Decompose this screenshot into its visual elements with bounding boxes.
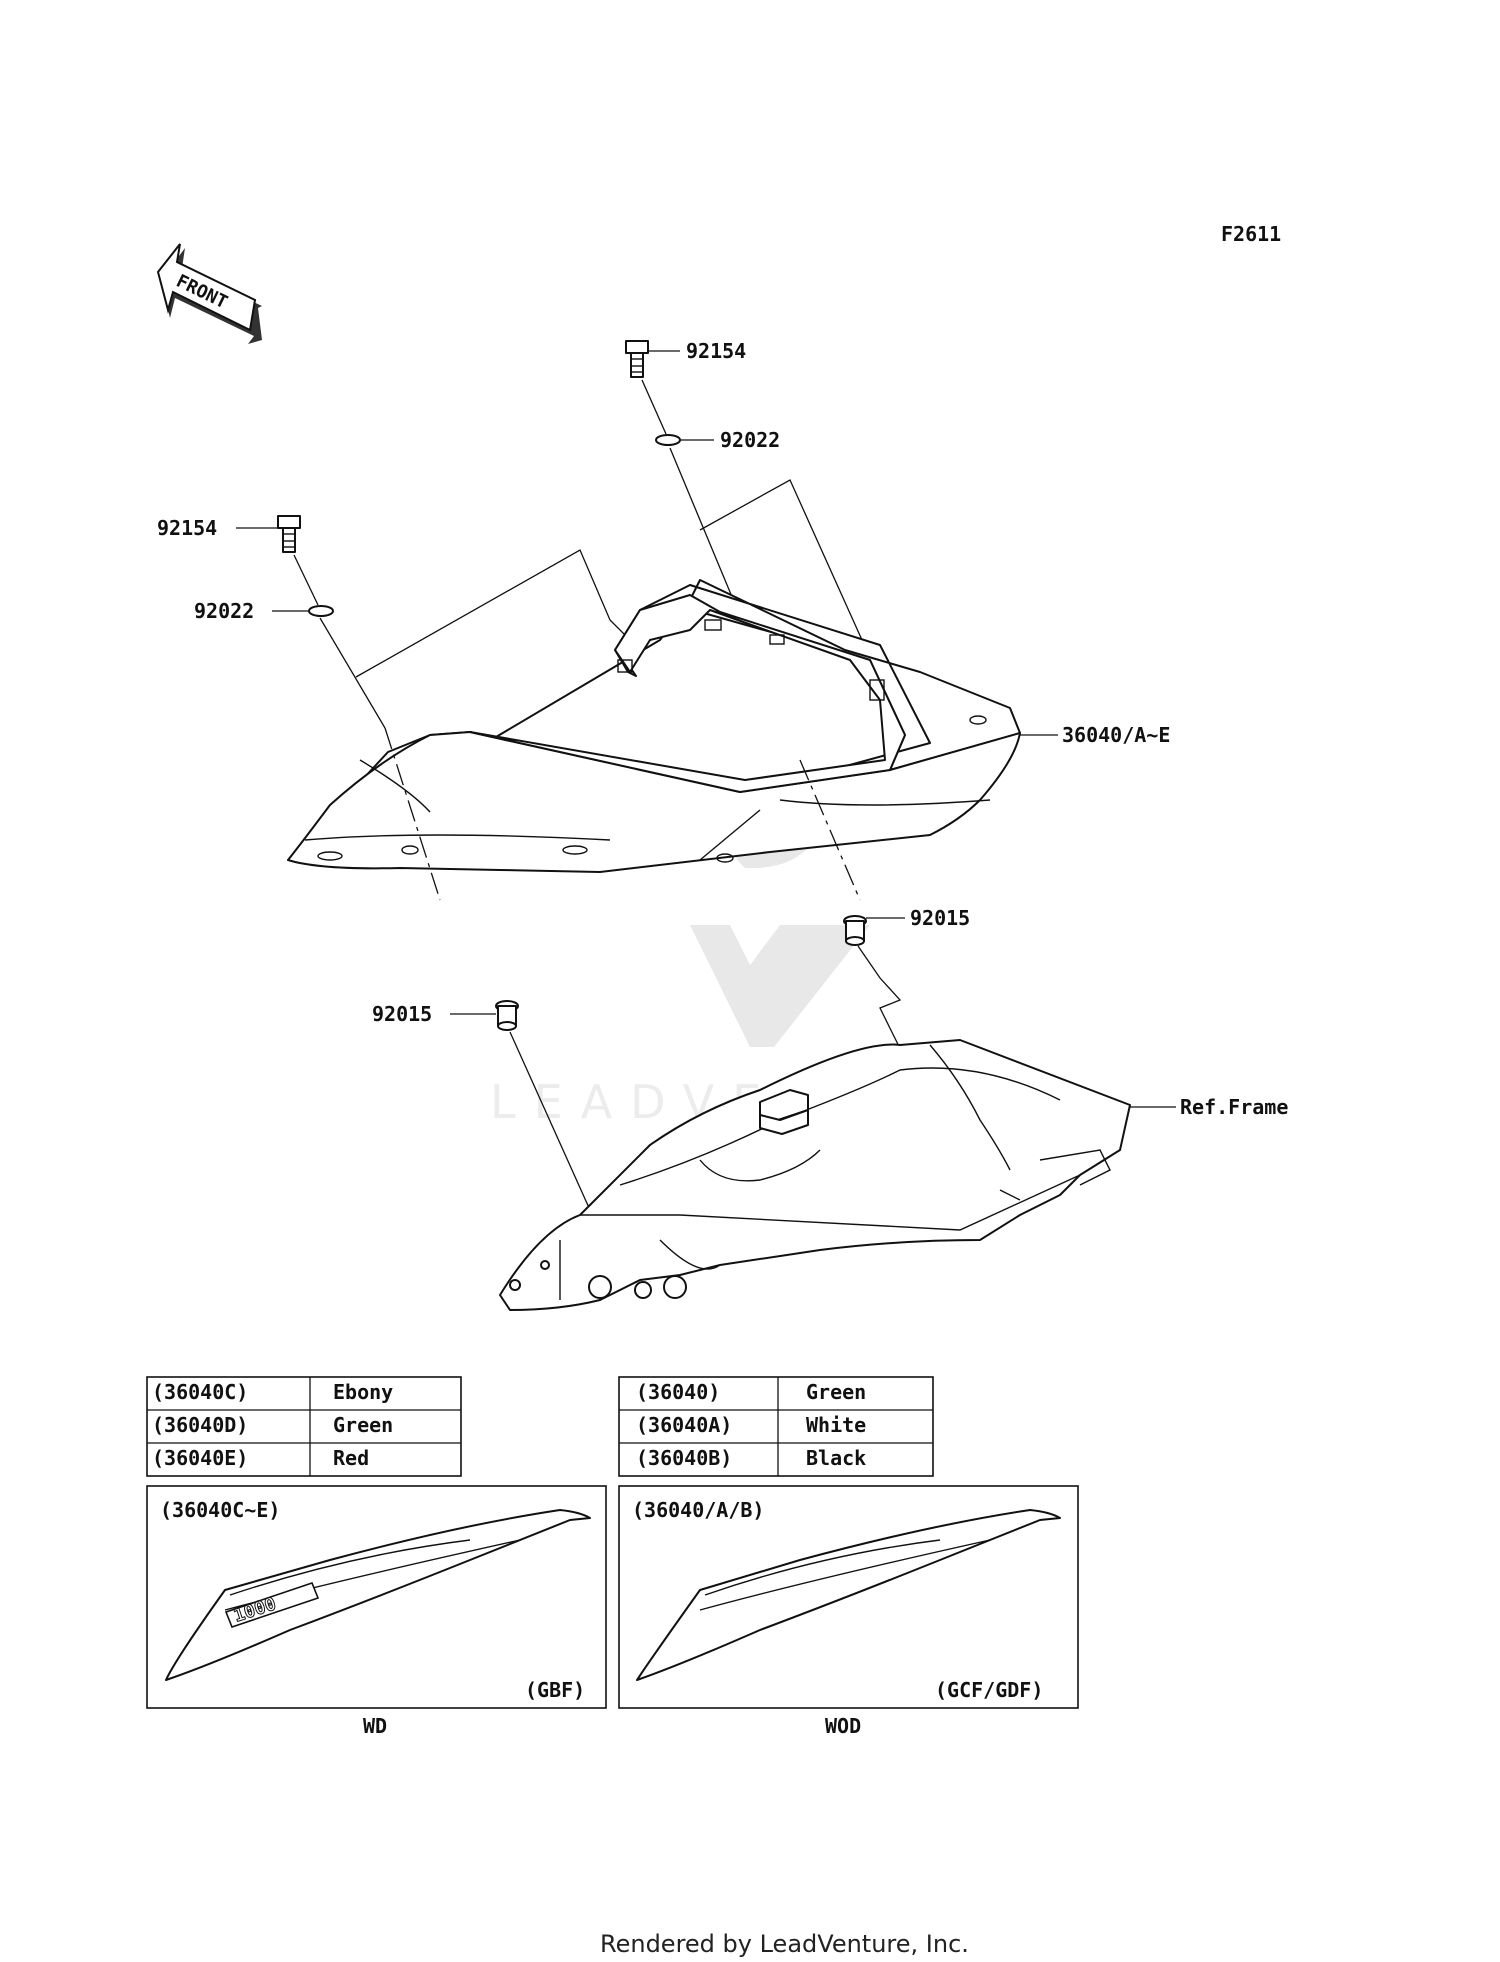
table-row-color: Black — [806, 1446, 866, 1470]
bolt-upper — [625, 340, 649, 378]
variant-model-code: (GCF/GDF) — [935, 1678, 1043, 1702]
callout-ref-frame: Ref.Frame — [1180, 1095, 1288, 1119]
variant-caption: WD — [363, 1714, 387, 1738]
table-row-code: (36040A) — [636, 1413, 732, 1437]
bolt-left — [277, 515, 301, 553]
callout-92022-upper: 92022 — [720, 428, 780, 452]
table-row-code: (36040) — [636, 1380, 720, 1404]
figure-code: F2611 — [1221, 222, 1281, 246]
footer-credit: Rendered by LeadVenture, Inc. — [600, 1930, 969, 1958]
bushing-right — [843, 915, 867, 946]
table-row-code: (36040B) — [636, 1446, 732, 1470]
variant-parts-label: (36040/A/B) — [632, 1498, 764, 1522]
table-row-color: Green — [806, 1380, 866, 1404]
table-row-color: Red — [333, 1446, 369, 1470]
table-row-color: White — [806, 1413, 866, 1437]
washer-left — [308, 605, 334, 617]
seat-cover — [287, 579, 1021, 873]
callout-92154-upper: 92154 — [686, 339, 746, 363]
color-table-left: (36040C) Ebony (36040D) Green (36040E) R… — [146, 1376, 462, 1477]
variant-box-wod: (36040/A/B) (GCF/GDF) — [618, 1485, 1079, 1709]
variant-box-wd: (36040C~E) 1000 (GBF) — [146, 1485, 607, 1709]
bushing-left — [495, 1000, 519, 1031]
front-arrow-icon: FRONT — [156, 243, 262, 344]
callout-92015-right: 92015 — [910, 906, 970, 930]
callout-92154-left: 92154 — [157, 516, 217, 540]
callout-92015-left: 92015 — [372, 1002, 432, 1026]
variant-parts-label: (36040C~E) — [160, 1498, 280, 1522]
variant-model-code: (GBF) — [525, 1678, 585, 1702]
washer-upper — [655, 434, 681, 446]
variant-caption: WOD — [825, 1714, 861, 1738]
rear-frame — [499, 1039, 1131, 1311]
table-row-code: (36040C) — [152, 1380, 248, 1404]
callout-36040-a-e: 36040/A~E — [1062, 723, 1170, 747]
color-table-right: (36040) Green (36040A) White (36040B) Bl… — [618, 1376, 934, 1477]
table-row-code: (36040E) — [152, 1446, 248, 1470]
table-row-color: Green — [333, 1413, 393, 1437]
table-row-code: (36040D) — [152, 1413, 248, 1437]
table-row-color: Ebony — [333, 1380, 393, 1404]
callout-92022-left: 92022 — [194, 599, 254, 623]
